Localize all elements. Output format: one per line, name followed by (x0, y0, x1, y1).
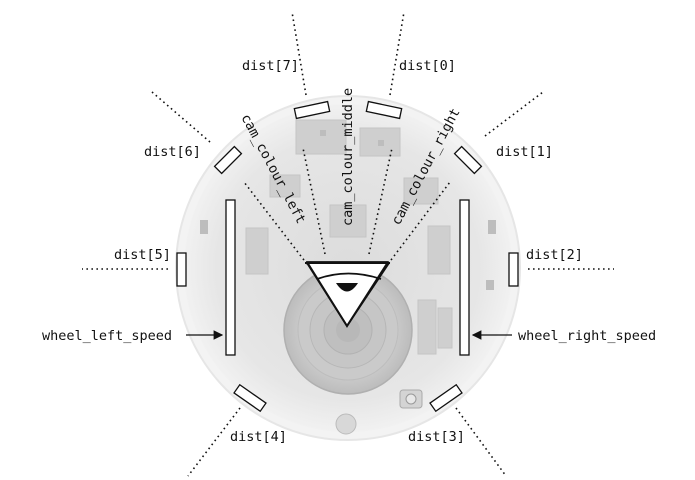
camera-lens-icon (336, 283, 358, 292)
camera-view (243, 147, 451, 328)
sensor-dotted-lines (82, 11, 614, 477)
dist-3-label: dist[3] (408, 429, 465, 445)
dist-1-label: dist[1] (496, 144, 553, 160)
left-wheel (225, 199, 236, 356)
wheel-left-speed-label: wheel_left_speed (42, 328, 172, 344)
right-wheel (459, 199, 470, 356)
proximity-sensor-0 (365, 100, 403, 120)
proximity-sensor-5 (176, 252, 187, 287)
proximity-sensor-1 (453, 145, 483, 175)
dist-0-label: dist[0] (399, 58, 456, 74)
dist-6-label: dist[6] (144, 144, 201, 160)
wheel-right-speed-label: wheel_right_speed (518, 328, 656, 344)
dist-4-label: dist[4] (230, 429, 287, 445)
cam-colour-middle-label: cam_colour_middle (340, 88, 356, 226)
dist-5-label: dist[5] (114, 247, 171, 263)
proximity-sensor-2 (508, 252, 519, 287)
proximity-sensor-3 (429, 383, 463, 413)
dist-7-label: dist[7] (242, 58, 299, 74)
dist-2-label: dist[2] (526, 247, 583, 263)
proximity-sensor-7 (293, 100, 331, 120)
proximity-sensor-6 (213, 145, 243, 175)
proximity-sensor-4 (233, 383, 267, 413)
